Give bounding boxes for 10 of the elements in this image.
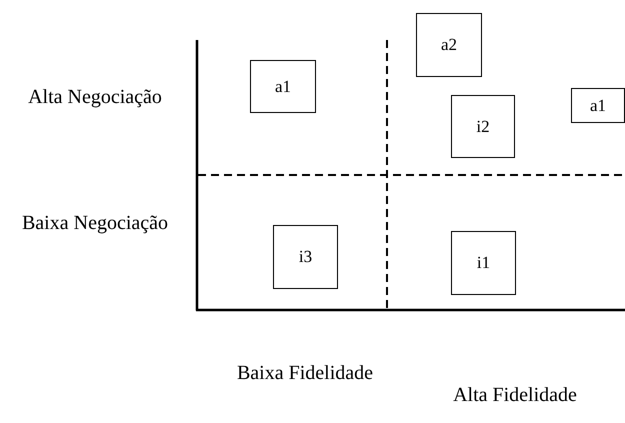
axis-label: Baixa Negociação <box>20 211 170 236</box>
item-box: a1 <box>250 60 316 113</box>
item-box: i2 <box>451 95 515 158</box>
item-box: a1 <box>571 88 625 123</box>
axis-label: Alta Fidelidade <box>452 383 578 408</box>
item-box: a2 <box>416 13 482 77</box>
axis-label: Alta Negociação <box>27 85 163 110</box>
axis-label: Baixa Fidelidade <box>236 361 374 386</box>
item-box: i1 <box>451 231 516 295</box>
item-box: i3 <box>273 225 338 289</box>
